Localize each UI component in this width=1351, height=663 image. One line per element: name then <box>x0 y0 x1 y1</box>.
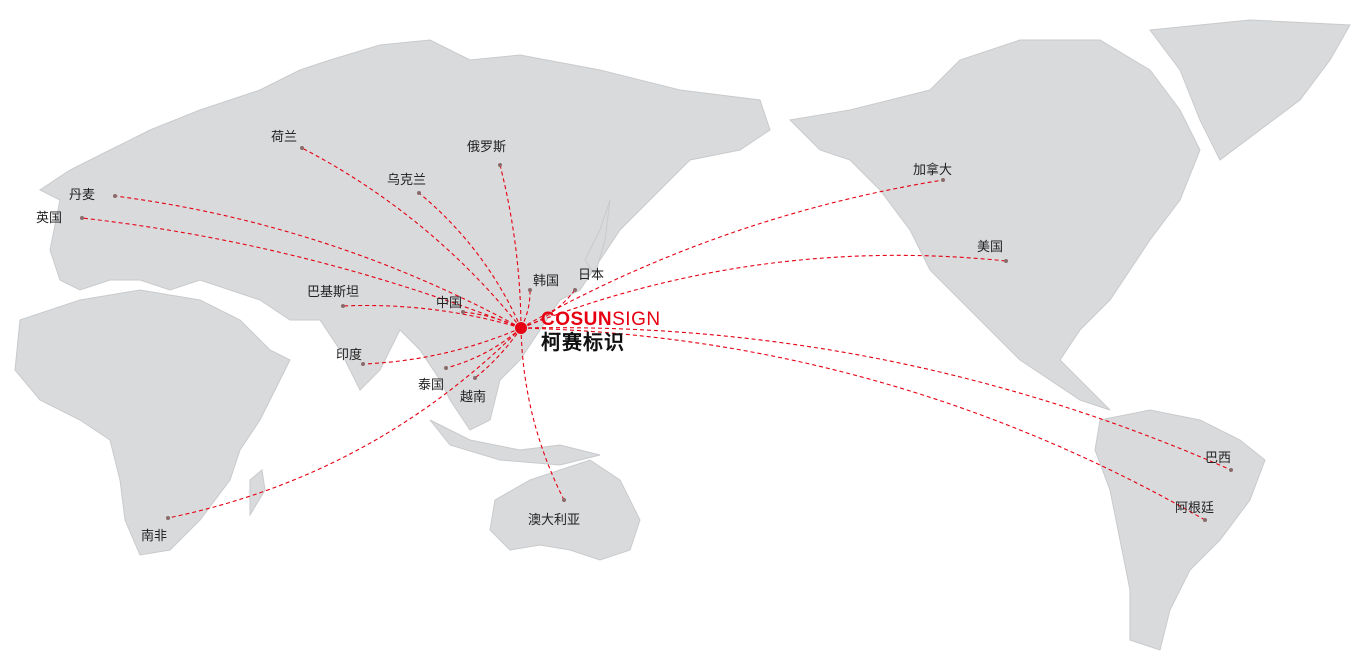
dot-uk <box>80 216 84 220</box>
route-pakistan <box>342 304 522 329</box>
dot-netherlands <box>300 146 304 150</box>
label-canada: 加拿大 <box>913 163 953 178</box>
label-netherlands: 荷兰 <box>271 130 298 145</box>
routes <box>80 146 1233 522</box>
eurasia <box>39 39 771 431</box>
route-netherlands <box>301 147 522 329</box>
label-russia: 俄罗斯 <box>467 140 507 155</box>
route-south-africa <box>167 327 522 519</box>
dot-thailand <box>444 366 448 370</box>
north-america <box>788 39 1201 411</box>
label-india: 印度 <box>336 348 363 363</box>
label-australia: 澳大利亚 <box>528 513 581 528</box>
dot-brazil <box>1229 468 1233 472</box>
dot-south-africa <box>166 516 170 520</box>
label-uk: 英国 <box>36 211 63 226</box>
label-brazil: 巴西 <box>1205 451 1232 466</box>
label-japan: 日本 <box>578 268 605 283</box>
label-thailand: 泰国 <box>418 378 445 393</box>
label-denmark: 丹麦 <box>69 188 96 203</box>
route-china <box>462 311 522 329</box>
route-canada <box>520 179 944 329</box>
dot-india <box>361 362 365 366</box>
dot-korea <box>528 288 532 292</box>
dot-argentina <box>1203 518 1207 522</box>
south-america <box>1094 409 1266 651</box>
label-vietnam: 越南 <box>460 390 487 405</box>
greenland <box>1149 19 1351 161</box>
route-uk <box>81 217 522 329</box>
dot-pakistan <box>341 304 345 308</box>
dot-ukraine <box>417 191 421 195</box>
logo-cosun: COSUN <box>541 309 613 330</box>
hub-dot <box>515 322 527 334</box>
route-ukraine <box>418 192 522 329</box>
label-south-africa: 南非 <box>141 529 168 544</box>
logo-cn: 柯赛标识 <box>541 330 625 354</box>
dot-russia <box>498 163 502 167</box>
continents <box>14 19 1351 651</box>
label-ukraine: 乌克兰 <box>387 173 427 188</box>
dot-canada <box>941 178 945 182</box>
africa <box>14 289 291 556</box>
route-usa <box>520 254 1007 329</box>
dot-denmark <box>113 194 117 198</box>
cosun-sign-logo: COSUNSIGN 柯赛标识 <box>541 309 661 355</box>
route-thailand <box>445 327 522 369</box>
label-argentina: 阿根廷 <box>1175 501 1215 516</box>
indonesia <box>429 419 601 466</box>
logo-sign: SIGN <box>612 309 661 330</box>
label-usa: 美国 <box>977 240 1004 255</box>
dot-australia <box>562 498 566 502</box>
dot-vietnam <box>473 376 477 380</box>
dot-japan <box>573 288 577 292</box>
label-pakistan: 巴基斯坦 <box>307 285 360 300</box>
route-brazil <box>520 327 1232 471</box>
madagascar <box>249 469 266 517</box>
label-china: 中国 <box>436 296 463 311</box>
dot-china <box>461 310 465 314</box>
australia <box>489 459 641 561</box>
label-korea: 韩国 <box>533 274 560 289</box>
dot-usa <box>1004 259 1008 263</box>
route-argentina <box>520 327 1206 521</box>
route-australia <box>520 327 565 501</box>
japan-islands <box>584 199 611 277</box>
route-denmark <box>114 195 522 329</box>
